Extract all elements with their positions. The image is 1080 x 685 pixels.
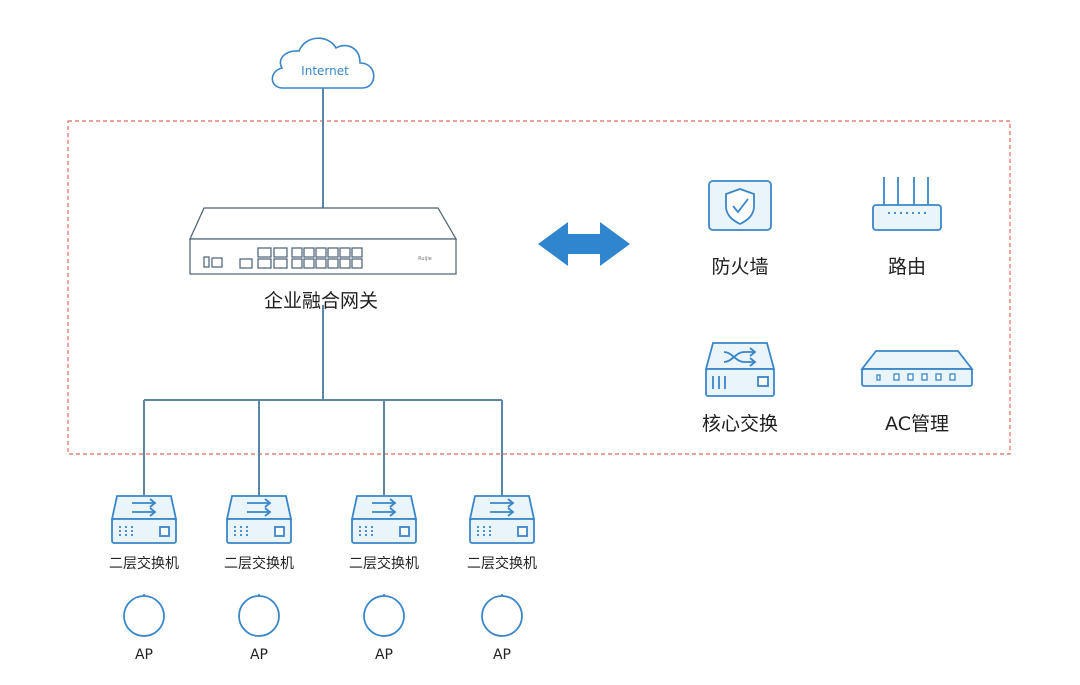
access-switch-label: 二层交换机 <box>349 556 419 572</box>
router-icon <box>872 177 942 231</box>
access-switch-label: 二层交换机 <box>467 556 537 572</box>
ac-controller-icon <box>860 350 974 387</box>
ap-label: AP <box>374 647 394 663</box>
ap-label: AP <box>249 647 269 663</box>
gateway-label: 企业融合网关 <box>263 290 379 312</box>
enterprise-boundary <box>67 120 1011 455</box>
access-point-icon <box>238 594 280 637</box>
internet-label: Internet <box>301 64 349 78</box>
access-switch-label: 二层交换机 <box>109 556 179 572</box>
access-switch-icon <box>110 495 178 544</box>
access-switch-label: 二层交换机 <box>224 556 294 572</box>
double-arrow-icon <box>538 222 630 266</box>
firewall-label: 防火墙 <box>711 256 769 278</box>
access-point-icon <box>123 594 165 637</box>
core-switch-icon <box>704 342 776 397</box>
ap-label: AP <box>134 647 154 663</box>
router-label: 路由 <box>887 256 927 278</box>
gateway-brand-label: Ruijie <box>418 256 432 262</box>
access-point-icon <box>363 594 405 637</box>
cloud-icon <box>271 37 375 89</box>
gateway-device-icon <box>189 207 458 275</box>
shield-icon <box>708 180 772 231</box>
core-switch-label: 核心交换 <box>701 413 779 435</box>
connection-lines <box>143 88 503 496</box>
access-point-icon <box>481 594 523 637</box>
ac-management-label: AC管理 <box>885 413 949 435</box>
access-switch-icon <box>350 495 418 544</box>
access-switch-icon <box>225 495 293 544</box>
access-switch-icon <box>468 495 536 544</box>
ap-label: AP <box>492 647 512 663</box>
